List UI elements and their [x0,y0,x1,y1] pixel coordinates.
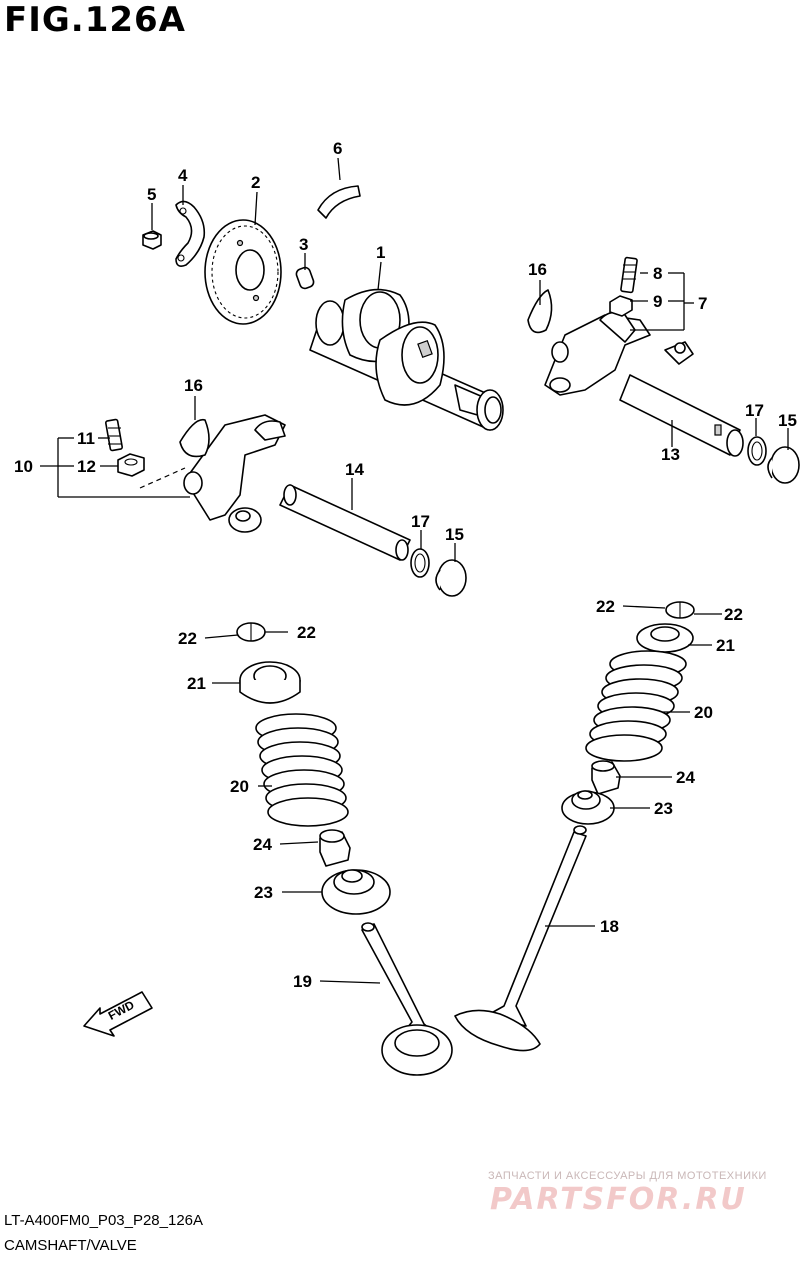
callout-12: 12 [77,457,96,476]
callout-17-right: 17 [745,401,764,420]
washer-part-17-left [410,548,430,578]
leader-lines [40,157,789,984]
callout-9: 9 [653,292,662,311]
callout-13: 13 [661,445,680,464]
callout-22-right-a: 22 [596,597,615,616]
callout-15-right: 15 [778,411,797,430]
figure-title: FIG.126A [4,0,186,40]
callout-19: 19 [293,972,312,991]
diagram-caption: CAMSHAFT/VALVE [4,1237,137,1254]
callout-17-left: 17 [411,512,430,531]
callout-22-left-a: 22 [178,629,197,648]
callout-2: 2 [251,173,260,192]
callout-24-right: 24 [676,768,695,787]
callout-8: 8 [653,264,662,283]
camshaft-part-1 [309,288,504,431]
callout-16-left: 16 [184,376,203,395]
bolt-part-5 [142,230,162,250]
callout-15-left: 15 [445,525,464,544]
dowel-pin-part-3 [295,266,315,290]
rocker-arm-left [183,414,286,533]
seal-part-24-right [591,760,621,795]
washer-part-17-right [747,436,767,466]
callout-23-left: 23 [254,883,273,902]
cotter-part-22-left [236,622,266,642]
callout-22-left-b: 22 [297,623,316,642]
callout-4: 4 [178,166,188,185]
callout-16-right: 16 [528,260,547,279]
oring-part-16-right [527,289,553,334]
adjust-screw-part-11 [105,418,123,452]
retainer-part-21-left [239,661,301,704]
callout-5: 5 [147,185,156,204]
spring-part-20-left [255,713,349,827]
fwd-arrow: FWD [83,991,153,1037]
adjust-screw-part-8 [620,256,638,294]
callout-18: 18 [600,917,619,936]
callout-24-left: 24 [253,835,272,854]
nut-part-12 [117,453,145,477]
valve-part-19 [361,922,453,1076]
plug-part-15-left [435,559,467,597]
callout-10: 10 [14,457,33,476]
callout-22-right-b: 22 [724,605,743,624]
callout-21-right: 21 [716,636,735,655]
seal-part-24-left [319,829,351,867]
callout-7: 7 [698,294,707,313]
callout-21-left: 21 [187,674,206,693]
retainer-plate-part-4 [175,200,206,267]
cam-sprocket-part-2 [204,219,282,325]
watermark-tagline: ЗАПЧАСТИ И АКСЕССУАРЫ ДЛЯ МОТОТЕХНИКИ [488,1170,767,1182]
shaft-part-13 [619,374,744,457]
nut-part-9 [609,295,633,317]
cotter-part-22-right [665,601,695,619]
seat-part-23-right [561,790,615,825]
callout-1: 1 [376,243,385,262]
callout-labels: 1 2 3 4 5 6 7 8 9 10 11 12 13 14 15 15 1… [14,139,797,991]
callout-14: 14 [345,460,364,479]
ring-part-6 [317,185,361,219]
oring-part-16-left [179,418,210,458]
callout-11: 11 [77,429,95,448]
plug-part-15-right [767,446,800,484]
seat-part-23-left [321,869,391,915]
callout-20-left: 20 [230,777,249,796]
callout-23-right: 23 [654,799,673,818]
callout-6: 6 [333,139,342,158]
retainer-part-21-right [636,623,694,653]
valve-part-18 [454,825,587,1052]
watermark-logo: PARTSFOR.RU [490,1182,747,1217]
spring-part-20-right [585,650,687,762]
callout-20-right: 20 [694,703,713,722]
shaft-part-14 [279,484,411,561]
callout-3: 3 [299,235,308,254]
diagram-code: LT-A400FM0_P03_P28_126A [4,1212,204,1229]
rocker-arm-right [544,311,694,396]
